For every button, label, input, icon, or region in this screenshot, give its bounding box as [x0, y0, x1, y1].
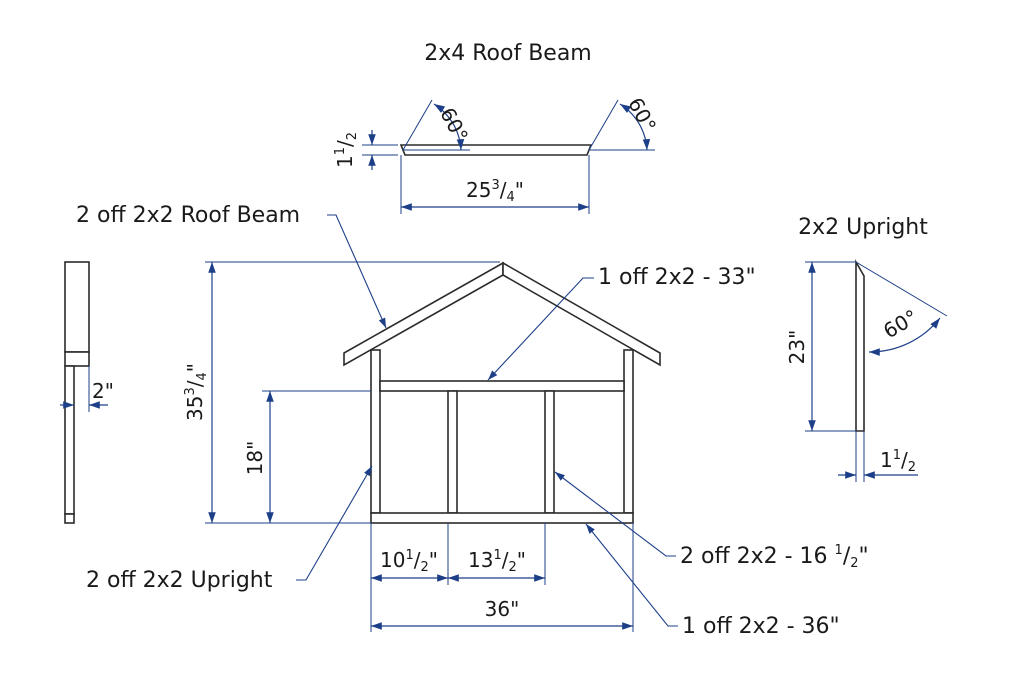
svg-text:101/2": 101/2" — [380, 548, 438, 575]
roof-beams-leader — [327, 214, 387, 329]
svg-text:11/2: 11/2 — [880, 448, 916, 475]
svg-text:11/2: 11/2 — [333, 132, 360, 168]
uprights-leader — [296, 465, 373, 581]
side-view-part — [64, 261, 90, 524]
svg-text:253/4": 253/4" — [466, 178, 524, 205]
crossbar-height-label: 18" — [243, 441, 267, 476]
roof-beam-left — [343, 261, 504, 367]
upright-right — [623, 349, 634, 514]
upright-angle-dimension: 60° — [855, 261, 948, 356]
beam-thickness-whole: 1 — [333, 155, 357, 168]
base-callout: 1 off 2x2 - 36" — [682, 614, 840, 639]
beam-length-den: 4 — [507, 190, 515, 205]
base-36 — [370, 512, 634, 524]
beam-length-dimension: 253/4" — [400, 155, 590, 214]
bay-dimensions: 101/2" 131/2" — [370, 523, 634, 632]
overall-height-whole: 35 — [183, 396, 207, 421]
upright-angle-label: 60° — [879, 305, 922, 344]
overall-height-den: 4 — [195, 372, 210, 380]
roof-beam-right — [502, 261, 661, 367]
inner-posts-callout: 2 off 2x2 - 16 1/2" — [680, 543, 869, 571]
svg-text:353/4": 353/4" — [183, 363, 210, 421]
overall-width-label: 36" — [485, 597, 520, 621]
inner-post-left — [447, 390, 458, 514]
svg-text:131/2": 131/2" — [468, 548, 526, 575]
upright-height-dimension: 23" — [785, 261, 856, 432]
overall-width-dimension: 36" — [371, 597, 633, 630]
beam-left-angle-dimension: 60° — [402, 99, 473, 151]
crossbar-leader — [487, 277, 594, 381]
side-offset-label: 2" — [92, 379, 114, 403]
inner-posts-leader — [554, 471, 676, 557]
inner-post-right — [544, 390, 555, 514]
beam-length-whole: 25 — [466, 178, 491, 202]
upright-2x2-title: 2x2 Upright — [798, 215, 928, 240]
beam-thickness-dimension: 11/2 — [333, 130, 398, 170]
upright-height-label: 23" — [785, 330, 809, 365]
beam-length-num: 3 — [491, 178, 499, 193]
beam-thickness-num: 1 — [333, 147, 348, 155]
roof-beam-2x4-title: 2x4 Roof Beam — [424, 41, 592, 66]
beam-right-angle-dimension: 60° — [588, 93, 661, 151]
overall-height-num: 3 — [183, 387, 198, 395]
beam-right-angle-label: 60° — [623, 93, 661, 136]
crossbar-height-dimension: 18" — [243, 390, 371, 523]
upright-left — [370, 349, 381, 514]
upright-width-whole: 1 — [880, 448, 893, 472]
beam-thickness-den: 2 — [345, 132, 360, 140]
upright-width-dimension: 11/2 — [838, 431, 918, 482]
frame-assembly — [343, 261, 661, 524]
base-leader — [585, 523, 678, 627]
bay2-whole: 13 — [468, 548, 493, 572]
uprights-callout: 2 off 2x2 Upright — [86, 568, 273, 593]
crossbar-callout: 1 off 2x2 - 33" — [598, 265, 756, 290]
roof-beams-callout: 2 off 2x2 Roof Beam — [76, 203, 300, 228]
side-offset-dimension: 2" — [60, 366, 114, 412]
crossbar-33 — [379, 380, 625, 392]
bay1-whole: 10 — [380, 548, 405, 572]
overall-height-dimension: 353/4" — [183, 261, 500, 524]
upright-2x2-part — [855, 258, 865, 432]
